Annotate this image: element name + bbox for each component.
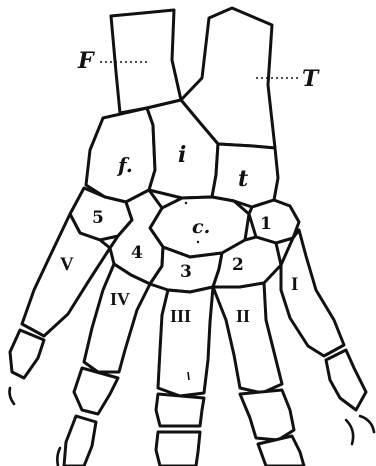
metacarpal-II-bone (213, 283, 282, 393)
label-tibiale: t (238, 166, 248, 192)
phalanx-II-1 (240, 390, 294, 440)
label-tibia: T (302, 66, 320, 92)
label-digit-IV: IV (110, 289, 130, 309)
digit-IV-joint (57, 448, 60, 466)
stipple-mark (185, 202, 187, 204)
digit-V-joint (10, 388, 15, 404)
stipple-mark (197, 241, 199, 243)
label-digit-II: II (236, 306, 250, 326)
label-fibulare: f. (116, 153, 133, 177)
phalanx-V-1 (10, 330, 44, 378)
digit-I-joint-2 (346, 420, 353, 444)
metacarpal-III-bone (158, 287, 213, 396)
label-digit-III: III (170, 306, 191, 326)
phalanx-I-1 (326, 350, 366, 410)
label-digit-V: V (60, 254, 74, 275)
stipple-mark (188, 372, 189, 380)
label-carpal-5: 5 (92, 208, 104, 228)
label-carpal-3: 3 (180, 262, 192, 282)
digit-I-joint (360, 416, 374, 432)
phalanx-III-2 (156, 432, 200, 466)
phalanx-IV-2 (64, 416, 96, 466)
phalanx-II-2 (258, 436, 304, 466)
label-carpal-1: 1 (260, 214, 272, 234)
phalanx-III-1 (156, 394, 204, 426)
label-intermedium: i (178, 142, 186, 168)
metacarpal-IV-bone (84, 264, 150, 372)
phalanx-IV-1 (74, 368, 118, 414)
label-fibula: F (77, 48, 95, 74)
label-carpal-4: 4 (131, 243, 143, 263)
label-carpal-2: 2 (232, 255, 244, 275)
label-digit-I: I (291, 274, 298, 295)
label-centrale: c. (192, 216, 210, 238)
